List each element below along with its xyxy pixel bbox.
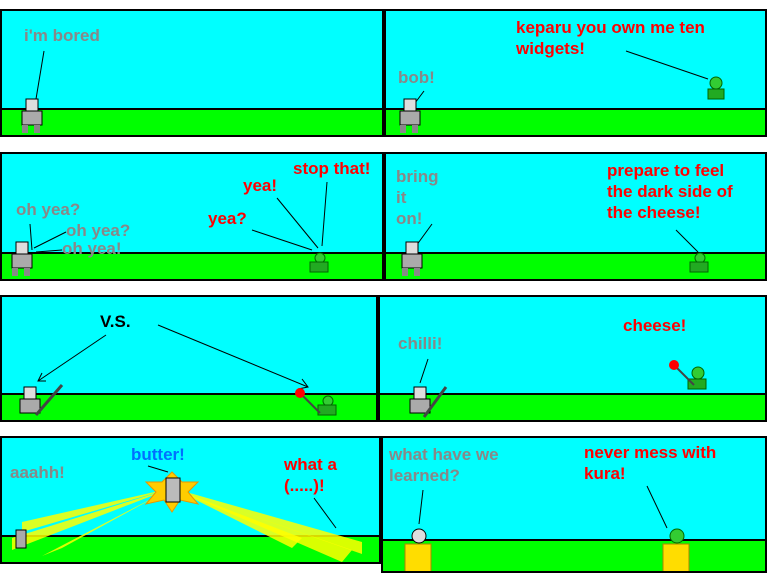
- speech-butter: butter!: [131, 445, 185, 464]
- panel-4: bring it on! prepare to feel the dark si…: [384, 152, 767, 281]
- panel-6: chilli! cheese!: [378, 295, 767, 422]
- speech-never-mess-with-kura: never mess with kura!: [584, 443, 717, 483]
- speech-dark-side-cheese: prepare to feel the dark side of the che…: [607, 161, 733, 222]
- speech-chilli: chilli!: [398, 334, 443, 353]
- speech-oh-yea-1: oh yea?: [16, 200, 81, 219]
- grass-ground: [383, 539, 765, 571]
- speech-what-a: what a (.....)!: [284, 455, 337, 495]
- panel-3: stop that! yea! yea? oh yea? oh yea? oh …: [0, 152, 384, 281]
- speech-yea-question: yea?: [208, 209, 247, 228]
- speech-bring-it-on: bring it on!: [396, 167, 439, 228]
- panel-2: keparu you own me ten widgets! bob!: [384, 9, 767, 137]
- speech-what-have-we-learned: what have we learned?: [389, 445, 499, 485]
- grass-ground: [2, 535, 379, 562]
- panel-1: i'm bored: [0, 9, 384, 137]
- grass-ground: [2, 252, 382, 279]
- speech-yea-exclaim: yea!: [243, 176, 278, 195]
- speech-oh-yea-3: oh yea!: [62, 239, 122, 258]
- speech-aaahh: aaahh!: [10, 463, 65, 482]
- speech-cheese: cheese!: [623, 316, 687, 335]
- speech-vs: V.S.: [100, 312, 131, 331]
- panel-7: butter! aaahh! what a (.....)!: [0, 436, 381, 564]
- speech-keparu-widgets: keparu you own me ten widgets!: [516, 18, 705, 58]
- grass-ground: [386, 108, 765, 135]
- speech-stop-that: stop that!: [293, 159, 371, 178]
- panel-8: what have we learned? never mess with ku…: [381, 436, 767, 573]
- panel-5: V.S.: [0, 295, 378, 422]
- grass-ground: [2, 393, 376, 420]
- grass-ground: [386, 252, 765, 279]
- speech-oh-yea-2: oh yea?: [66, 221, 131, 240]
- speech-bob: bob!: [398, 68, 435, 87]
- speech-i-am-bored: i'm bored: [24, 26, 100, 45]
- grass-ground: [380, 393, 765, 420]
- grass-ground: [2, 108, 382, 135]
